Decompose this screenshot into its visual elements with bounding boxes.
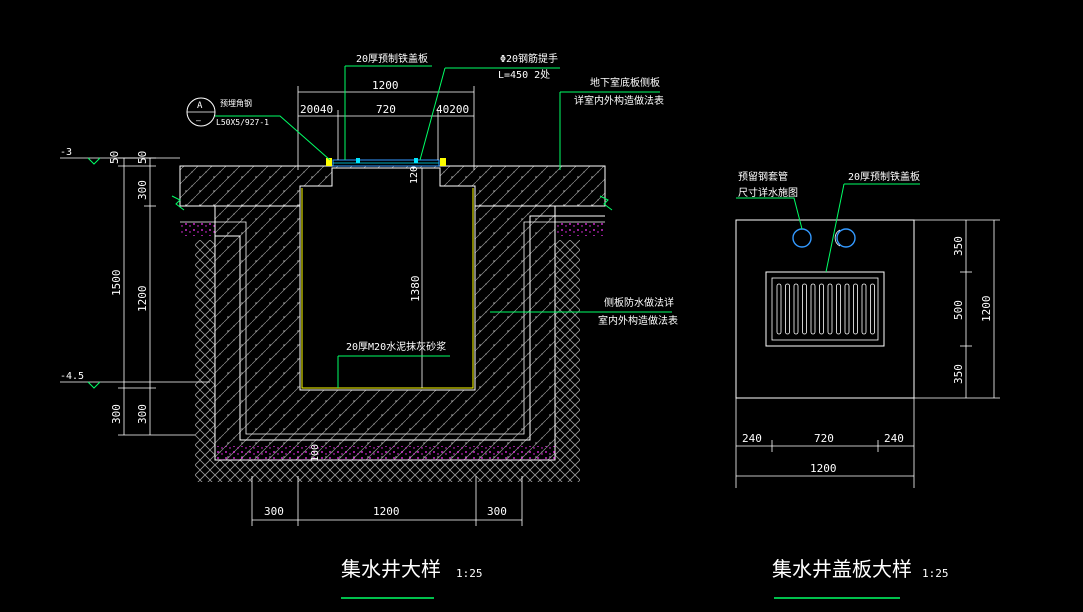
- dim-left-50b: 50: [136, 151, 149, 164]
- label-side-2: 室内外构造做法表: [598, 314, 678, 327]
- section-scale: 1:25: [456, 567, 483, 580]
- dim-depth-1380: 1380: [409, 276, 422, 303]
- grate-slot: [861, 283, 867, 335]
- dim-left-300-bot-outer: 300: [110, 404, 123, 424]
- dim-slab-100: 100: [310, 444, 321, 462]
- section-leaders: [215, 65, 672, 388]
- handle-right: [414, 158, 418, 163]
- label-side-1: 侧板防水做法详: [604, 296, 674, 309]
- label-cover-plan: 20厚预制铁盖板: [848, 170, 920, 183]
- dim-left-50a: 50: [108, 151, 121, 164]
- earth-bottom: [195, 460, 580, 482]
- grate-slot: [819, 283, 824, 335]
- label-embedded-1: 预埋角钢: [220, 98, 252, 108]
- grate-inner: [771, 277, 879, 341]
- earth-left: [195, 240, 215, 460]
- dim-left-300-top: 300: [136, 180, 149, 200]
- label-rebar-handle-1: Φ20钢筋提手: [500, 52, 558, 65]
- label-basement-1: 地下室底板侧板: [590, 76, 660, 89]
- cover-plan-title: 集水井盖板大样: [772, 557, 912, 581]
- mortar-lining: [301, 188, 474, 389]
- angle-left: [326, 158, 332, 166]
- top-dimensions: [297, 86, 475, 170]
- label-basement-2: 详室内外构造做法表: [574, 94, 664, 107]
- grate-slot: [853, 283, 858, 335]
- grate-slot: [802, 283, 807, 335]
- dim-top-1200: 1200: [372, 79, 399, 92]
- dim-bottom-300-left: 300: [264, 505, 284, 518]
- section-title: 集水井大样: [341, 557, 441, 581]
- dim-top-20040: 20040: [300, 103, 333, 116]
- grate-bars: [776, 283, 875, 335]
- grate-slot: [776, 283, 782, 335]
- dim-right-350-top: 350: [952, 236, 965, 256]
- dim-right-1200: 1200: [980, 296, 993, 323]
- cover-outline: [735, 219, 915, 399]
- bottom-dimensions: [251, 476, 523, 526]
- pipe-sleeve-right: [836, 228, 856, 248]
- dim-left-300-bot-inner: 300: [136, 404, 149, 424]
- earth-right: [555, 240, 580, 460]
- dim-right-500: 500: [952, 300, 965, 320]
- label-pipe-2: 尺寸详水施图: [738, 186, 798, 199]
- grate-slot: [827, 283, 833, 335]
- grate-frame: [765, 271, 885, 347]
- label-cover-20mm: 20厚预制铁盖板: [356, 52, 428, 65]
- waterproof-layer: [215, 215, 605, 441]
- dim-right-350-bot: 350: [952, 364, 965, 384]
- dim-bottom-300-right: 300: [487, 505, 507, 518]
- pit-cavity: [299, 167, 476, 391]
- gravel-bottom: [215, 446, 555, 460]
- grate-slot: [870, 283, 875, 335]
- dim-cover-720: 720: [814, 432, 834, 445]
- grate-slot: [810, 283, 816, 335]
- waterproof-layer-inner: [180, 221, 605, 435]
- grate-slot: [844, 283, 850, 335]
- elev-top-label: -3: [60, 147, 72, 158]
- gravel-left: [180, 222, 215, 236]
- elev-bottom-label: -4.5: [60, 371, 84, 382]
- callout-sub: —: [196, 116, 201, 125]
- pit-section-drawing: -3 -4.5 50 50 300 1500 1200 300 300: [60, 52, 678, 599]
- dim-top-40200: 40200: [436, 103, 469, 116]
- cover-plan-scale: 1:25: [922, 567, 949, 580]
- grate-slot: [793, 283, 799, 335]
- label-mortar: 20厚M20水泥抹灰砂浆: [346, 340, 446, 353]
- dim-cover-1200: 1200: [810, 462, 837, 475]
- break-mark-right: [599, 195, 613, 211]
- dim-left-1200: 1200: [136, 286, 149, 313]
- dim-cover-240-right: 240: [884, 432, 904, 445]
- dim-top-720: 720: [376, 103, 396, 116]
- pipe-sleeve-left: [792, 228, 812, 248]
- grate-slot: [785, 283, 790, 335]
- label-rebar-handle-2: L=450 2处: [498, 69, 550, 81]
- label-pipe-1: 预留钢套管: [738, 170, 788, 183]
- dim-left-1500: 1500: [110, 270, 123, 297]
- dim-cover-240-left: 240: [742, 432, 762, 445]
- break-mark-left: [171, 195, 185, 211]
- handle-left: [356, 158, 360, 163]
- grate-slot: [836, 283, 841, 335]
- dim-lip-120: 120: [409, 166, 420, 184]
- cover-plan-drawing: 预留钢套管 尺寸详水施图 20厚预制铁盖板 350 500 350 1200: [735, 170, 1000, 599]
- left-dimensions: [118, 157, 195, 436]
- label-embedded-2: L50X5/927-1: [216, 118, 269, 127]
- gravel-right: [555, 222, 605, 236]
- dim-bottom-1200: 1200: [373, 505, 400, 518]
- angle-right: [440, 158, 446, 166]
- callout-letter: A: [197, 101, 203, 111]
